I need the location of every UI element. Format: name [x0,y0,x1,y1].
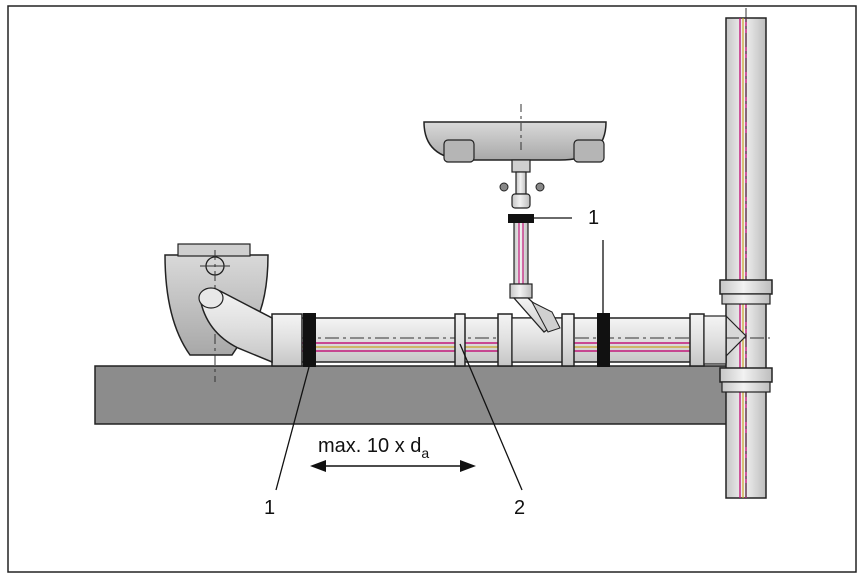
dimension-label-text: max. 10 x d [318,435,421,457]
callout-1-bottom: 1 [264,497,275,519]
callout-1-top: 1 [588,207,599,229]
leader-c1-bottom [275,366,310,491]
callout-2: 2 [514,497,525,519]
clamp-right [597,313,610,367]
spacing-dimension: max. 10 x da [310,435,476,472]
floor-slab [94,365,736,425]
figure-frame [7,5,857,573]
toilet-bowl [164,243,273,382]
wash-basin [423,104,607,333]
dimension-label: max. 10 x da [318,435,429,461]
leader-c2 [459,343,523,491]
vertical-stack-pipe [719,8,773,500]
horizontal-drain-pipe [200,313,770,367]
dimension-label-subscript: a [421,445,429,461]
clamp-riser [508,214,534,223]
clamp-left [303,313,316,367]
